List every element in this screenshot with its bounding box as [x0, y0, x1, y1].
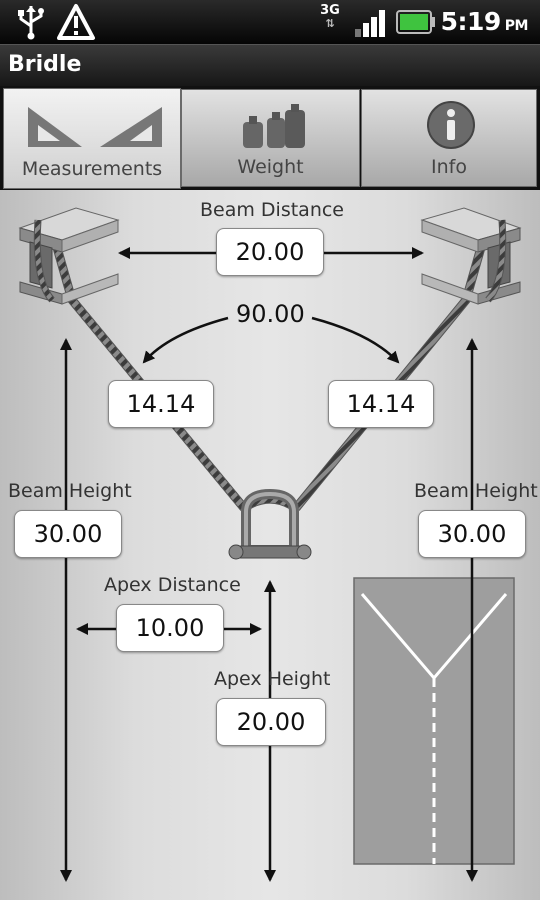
set-square-icon: [28, 107, 162, 147]
network-3g-icon: 3G ⇅: [316, 3, 344, 39]
apex-height-label: Apex Height: [214, 668, 331, 690]
network-type: 3G: [320, 3, 340, 18]
apex-distance-label: Apex Distance: [104, 574, 241, 596]
weights-icon: [243, 104, 305, 148]
tab-weight-label: Weight: [237, 156, 304, 178]
right-leg-length-field[interactable]: 14.14: [328, 380, 434, 428]
beam-distance-field[interactable]: 20.00: [216, 228, 324, 276]
apex-distance-field[interactable]: 10.00: [116, 604, 224, 652]
angle-arc-arrow-right: [311, 316, 400, 364]
tab-weight[interactable]: Weight: [181, 89, 360, 187]
bridle-preview-panel: [353, 577, 515, 865]
right-beam-height-label: Beam Height: [414, 480, 538, 502]
bridle-diagram: Beam Distance 20.00 90.00 14.14 14.14 Be…: [0, 190, 540, 900]
left-beam-height-label: Beam Height: [8, 480, 132, 502]
info-icon: [427, 101, 475, 149]
tab-measurements[interactable]: Measurements: [3, 88, 181, 189]
usb-icon: [18, 6, 44, 40]
beam-distance-label: Beam Distance: [200, 199, 344, 221]
bridle-angle-value[interactable]: 90.00: [236, 300, 305, 328]
right-beam-height-field[interactable]: 30.00: [418, 510, 526, 558]
left-beam-height-field[interactable]: 30.00: [14, 510, 122, 558]
diagram-graphics: [18, 207, 522, 882]
tab-info[interactable]: Info: [361, 89, 537, 187]
tab-info-label: Info: [431, 156, 467, 178]
clock-ampm: PM: [504, 18, 529, 34]
apex-height-field[interactable]: 20.00: [216, 698, 326, 746]
clock-time: 5:19: [440, 7, 502, 36]
battery-icon: [396, 10, 435, 34]
left-beam-icon: [18, 207, 120, 305]
signal-icon: [355, 10, 385, 37]
app-title: Bridle: [8, 52, 82, 77]
shackle-icon: [228, 488, 312, 560]
angle-arc-arrow: [142, 316, 229, 364]
tab-measurements-label: Measurements: [21, 158, 163, 180]
title-bar: Bridle: [0, 44, 540, 88]
warning-icon: [57, 4, 95, 40]
tab-bar: Measurements Weight Info: [0, 86, 540, 190]
left-leg-length-field[interactable]: 14.14: [108, 380, 214, 428]
right-beam-icon: [420, 207, 522, 305]
